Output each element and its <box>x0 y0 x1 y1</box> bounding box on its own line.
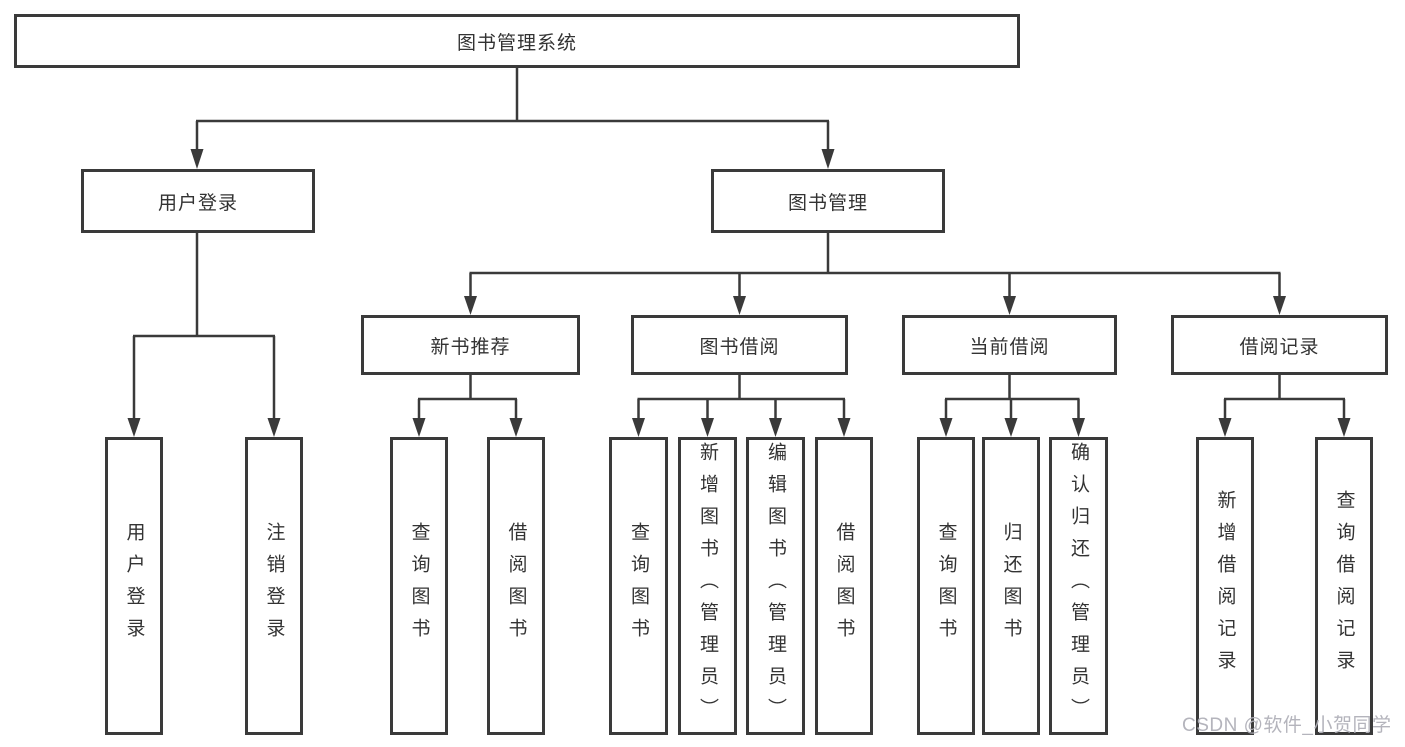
leaf-query-books-recommend: 查询图书 <box>390 437 448 735</box>
node-label: 借阅图书 <box>833 522 855 650</box>
node-label: 图书管理 <box>787 192 868 214</box>
node-label: 图书管理系统 <box>456 32 577 54</box>
node-label: 借阅图书 <box>505 522 527 650</box>
leaf-query-borrow-record: 查询借阅记录 <box>1315 437 1373 735</box>
leaf-return-book: 归还图书 <box>982 437 1040 735</box>
node-label: 注销登录 <box>263 522 285 650</box>
node-label: 新增借阅记录 <box>1214 490 1236 682</box>
node-label: 查询图书 <box>408 522 430 650</box>
node-label: 新增图书（管理员） <box>697 442 718 730</box>
node-label: 用户登录 <box>157 192 238 214</box>
leaf-edit-book-admin: 编辑图书（管理员） <box>746 437 805 735</box>
node-book-borrow: 图书借阅 <box>631 315 848 375</box>
node-root: 图书管理系统 <box>14 14 1020 68</box>
leaf-query-books-current: 查询图书 <box>917 437 975 735</box>
node-current-borrow: 当前借阅 <box>902 315 1117 375</box>
leaf-logout: 注销登录 <box>245 437 303 735</box>
leaf-user-login: 用户登录 <box>105 437 163 735</box>
leaf-add-borrow-record: 新增借阅记录 <box>1196 437 1254 735</box>
node-borrow-records: 借阅记录 <box>1171 315 1388 375</box>
leaf-add-book-admin: 新增图书（管理员） <box>678 437 737 735</box>
node-label: 查询借阅记录 <box>1333 490 1355 682</box>
leaf-confirm-return-admin: 确认归还（管理员） <box>1049 437 1108 735</box>
leaf-borrow-books-borrow: 借阅图书 <box>815 437 873 735</box>
leaf-query-books-borrow: 查询图书 <box>609 437 668 735</box>
node-label: 查询图书 <box>935 522 957 650</box>
node-label: 确认归还（管理员） <box>1068 442 1089 730</box>
arrowheads <box>127 149 1351 437</box>
node-label: 借阅记录 <box>1239 336 1320 358</box>
node-label: 新书推荐 <box>430 336 511 358</box>
leaf-borrow-books-recommend: 借阅图书 <box>487 437 545 735</box>
node-label: 用户登录 <box>123 522 145 650</box>
node-user-login: 用户登录 <box>81 169 315 233</box>
node-label: 图书借阅 <box>699 336 780 358</box>
node-label: 归还图书 <box>1000 522 1022 650</box>
node-label: 查询图书 <box>628 522 649 650</box>
node-new-book-recommend: 新书推荐 <box>361 315 580 375</box>
node-book-management: 图书管理 <box>711 169 945 233</box>
node-label: 当前借阅 <box>969 336 1050 358</box>
node-label: 编辑图书（管理员） <box>765 442 786 730</box>
watermark: CSDN @软件_小贺同学 <box>1182 715 1392 736</box>
